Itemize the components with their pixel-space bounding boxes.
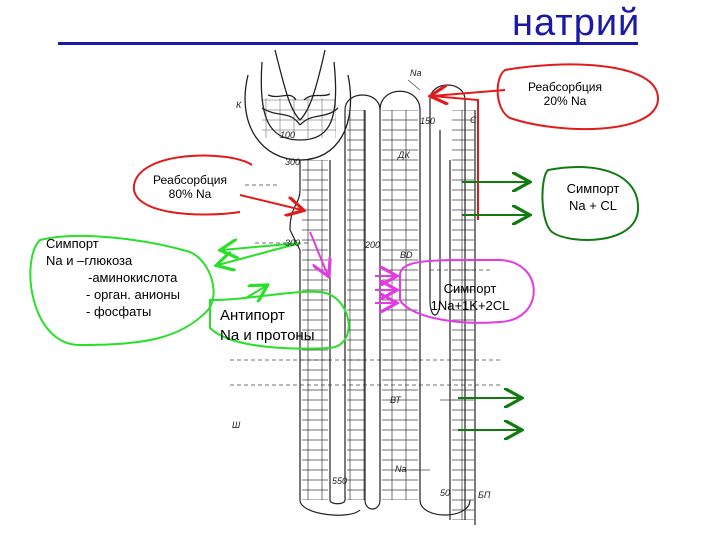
label-symport-glucose-line3: -аминокислота — [88, 270, 178, 285]
mark-200: 200 — [365, 240, 381, 250]
label-symport-nkcl-line2: 1Na+1K+2CL — [430, 298, 510, 313]
label-reabsorption-20-line2: 20% Na — [543, 94, 587, 108]
mark-300b: 300 — [285, 238, 301, 248]
label-symport-glucose-line5: - фосфаты — [86, 304, 152, 319]
mark-550: 550 — [332, 476, 348, 486]
mark-100: 100 — [280, 130, 296, 140]
label-reabsorption-20: Реабсорбция 20% Na — [510, 80, 620, 108]
label-symport-nkcl: Симпорт 1Na+1K+2CL — [410, 280, 530, 314]
mark-s: С — [470, 115, 477, 125]
glomerulus — [244, 49, 352, 161]
red-annotations — [132, 63, 660, 214]
label-symport-nacl: Симпорт Na + CL — [548, 180, 638, 214]
dark-green-annotations — [458, 166, 640, 430]
proximal-tubule — [289, 94, 381, 516]
green-glucose-outline — [29, 234, 350, 350]
mark-vd: ВD — [400, 250, 413, 260]
mark-150: 150 — [420, 116, 436, 126]
label-symport-glucose-line2: Na и –глюкоза — [46, 253, 133, 268]
label-antiport-line1: Антипорт — [220, 307, 285, 324]
mark-na-bottom: Na — [395, 464, 407, 474]
title-underline — [58, 42, 638, 45]
mark-bp: БП — [478, 490, 491, 500]
magenta-annotations — [309, 231, 535, 324]
label-symport-nacl-line1: Симпорт — [566, 181, 620, 196]
mark-k: К — [236, 100, 242, 110]
label-reabsorption-80-line1: Реабсорбция — [153, 173, 227, 187]
label-reabsorption-80-line2: 80% Na — [168, 187, 212, 201]
label-antiport-line2: Na и протоны — [220, 327, 315, 344]
label-reabsorption-80: Реабсорбция 80% Na — [135, 173, 245, 201]
label-ticks — [407, 79, 460, 471]
label-symport-nacl-line2: Na + CL — [568, 198, 618, 213]
mark-dk: ДК — [398, 150, 410, 160]
mark-300a: 300 — [285, 157, 301, 167]
red-arrow-path — [431, 95, 479, 220]
label-symport-glucose-line4: - орган. анионы — [86, 287, 180, 302]
label-antiport: Антипорт Na и протоны — [220, 306, 314, 346]
label-symport-nkcl-line1: Симпорт — [443, 281, 497, 296]
label-symport-glucose: Симпорт Na и –глюкоза -аминокислота - ор… — [46, 235, 180, 320]
label-symport-glucose-line1: Симпорт — [46, 236, 99, 251]
page-title: натрий — [512, 2, 641, 44]
label-reabsorption-20-line1: Реабсорбция — [528, 80, 602, 94]
mark-50: 50 — [440, 488, 451, 498]
mark-vt: ВТ — [390, 395, 401, 405]
mark-roman3: Ш — [232, 420, 241, 430]
mark-na-top: Na — [410, 68, 422, 78]
